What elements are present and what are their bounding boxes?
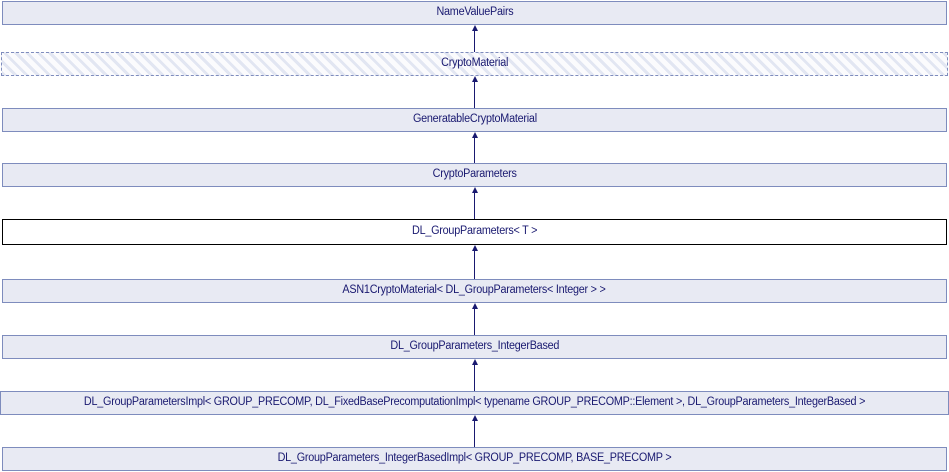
class-node-label: DL_GroupParameters_IntegerBased [390, 340, 559, 353]
class-node-name-value-pairs[interactable]: NameValuePairs [2, 1, 947, 25]
inheritance-arrow [474, 81, 475, 108]
arrowhead-icon [471, 187, 478, 193]
arrowhead-icon [471, 132, 478, 138]
class-node-label: NameValuePairs [435, 6, 514, 19]
inheritance-arrow [474, 420, 475, 447]
arrowhead-icon [471, 303, 478, 309]
class-node-crypto-parameters[interactable]: CryptoParameters [2, 163, 947, 187]
class-node-dl-group-parameters-integer-based-impl[interactable]: DL_GroupParameters_IntegerBasedImpl< GRO… [2, 447, 947, 471]
inheritance-arrow [474, 250, 475, 279]
class-node-dl-group-parameters-integer-based[interactable]: DL_GroupParameters_IntegerBased [2, 335, 947, 359]
class-node-label: ASN1CryptoMaterial< DL_GroupParameters< … [342, 284, 607, 297]
class-node-dl-group-parameters-impl[interactable]: DL_GroupParametersImpl< GROUP_PRECOMP, D… [0, 391, 949, 415]
class-node-dl-group-parameters-t[interactable]: DL_GroupParameters< T > [2, 219, 947, 245]
inheritance-arrow [474, 192, 475, 219]
class-node-label: DL_GroupParametersImpl< GROUP_PRECOMP, D… [83, 396, 866, 409]
inheritance-arrow [474, 137, 475, 163]
class-node-label: CryptoParameters [432, 168, 517, 181]
class-node-generatable-crypto-material[interactable]: GeneratableCryptoMaterial [2, 108, 947, 132]
class-node-label: DL_GroupParameters_IntegerBasedImpl< GRO… [277, 452, 672, 465]
inheritance-arrow [474, 364, 475, 391]
inheritance-arrow [474, 308, 475, 335]
inheritance-arrow [474, 30, 475, 52]
arrowhead-icon [471, 25, 478, 31]
class-node-label: CryptoMaterial [440, 57, 509, 70]
class-node-asn1-crypto-material[interactable]: ASN1CryptoMaterial< DL_GroupParameters< … [2, 279, 947, 303]
arrowhead-icon [471, 359, 478, 365]
arrowhead-icon [471, 76, 478, 82]
class-node-crypto-material[interactable]: CryptoMaterial [1, 52, 948, 76]
class-node-label: GeneratableCryptoMaterial [412, 113, 537, 126]
arrowhead-icon [471, 415, 478, 421]
arrowhead-icon [471, 245, 478, 251]
class-node-label: DL_GroupParameters< T > [411, 225, 538, 238]
